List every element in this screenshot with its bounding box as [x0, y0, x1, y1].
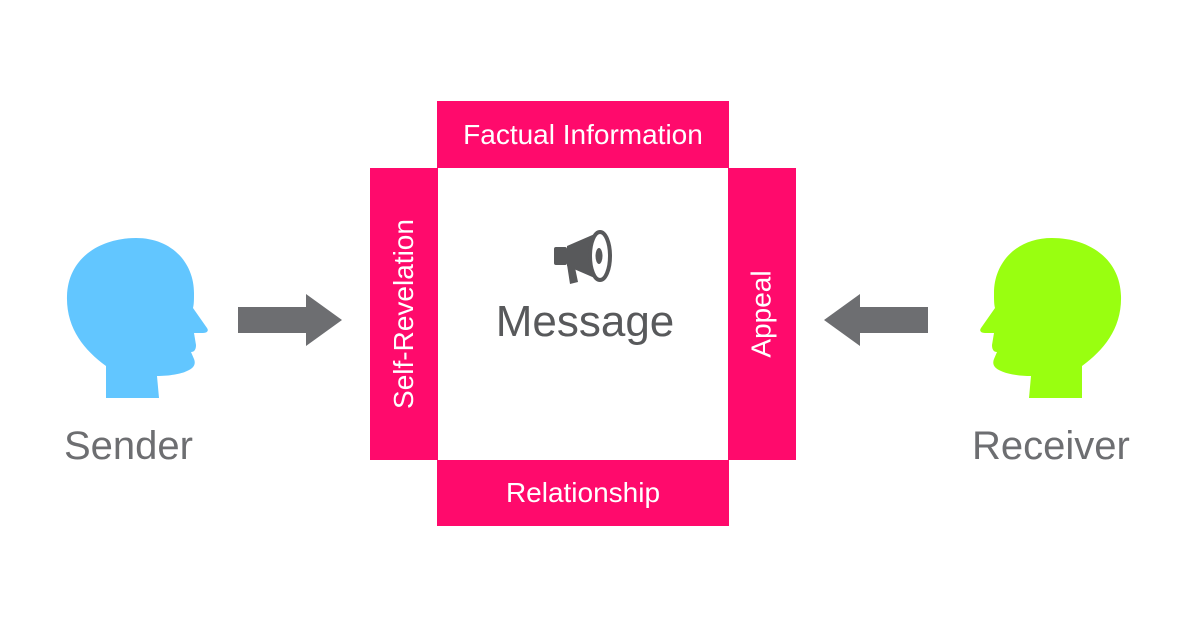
message-label: Message	[495, 297, 675, 346]
relationship-box: Relationship	[437, 460, 729, 526]
factual-information-label: Factual Information	[463, 118, 703, 150]
receiver-head-icon	[980, 238, 1122, 398]
megaphone-icon	[554, 230, 612, 284]
self-revelation-box: Self-Revelation	[370, 168, 438, 460]
sender-head-icon	[66, 238, 208, 398]
appeal-box: Appeal	[728, 168, 796, 460]
self-revelation-label: Self-Revelation	[388, 219, 419, 409]
factual-information-box: Factual Information	[437, 101, 729, 168]
relationship-label: Relationship	[505, 477, 661, 508]
sender-label: Sender	[64, 424, 193, 468]
left-arrow-icon	[824, 294, 928, 346]
right-arrow-icon	[238, 294, 342, 346]
receiver-label: Receiver	[972, 424, 1130, 468]
appeal-label: Appeal	[746, 270, 777, 358]
